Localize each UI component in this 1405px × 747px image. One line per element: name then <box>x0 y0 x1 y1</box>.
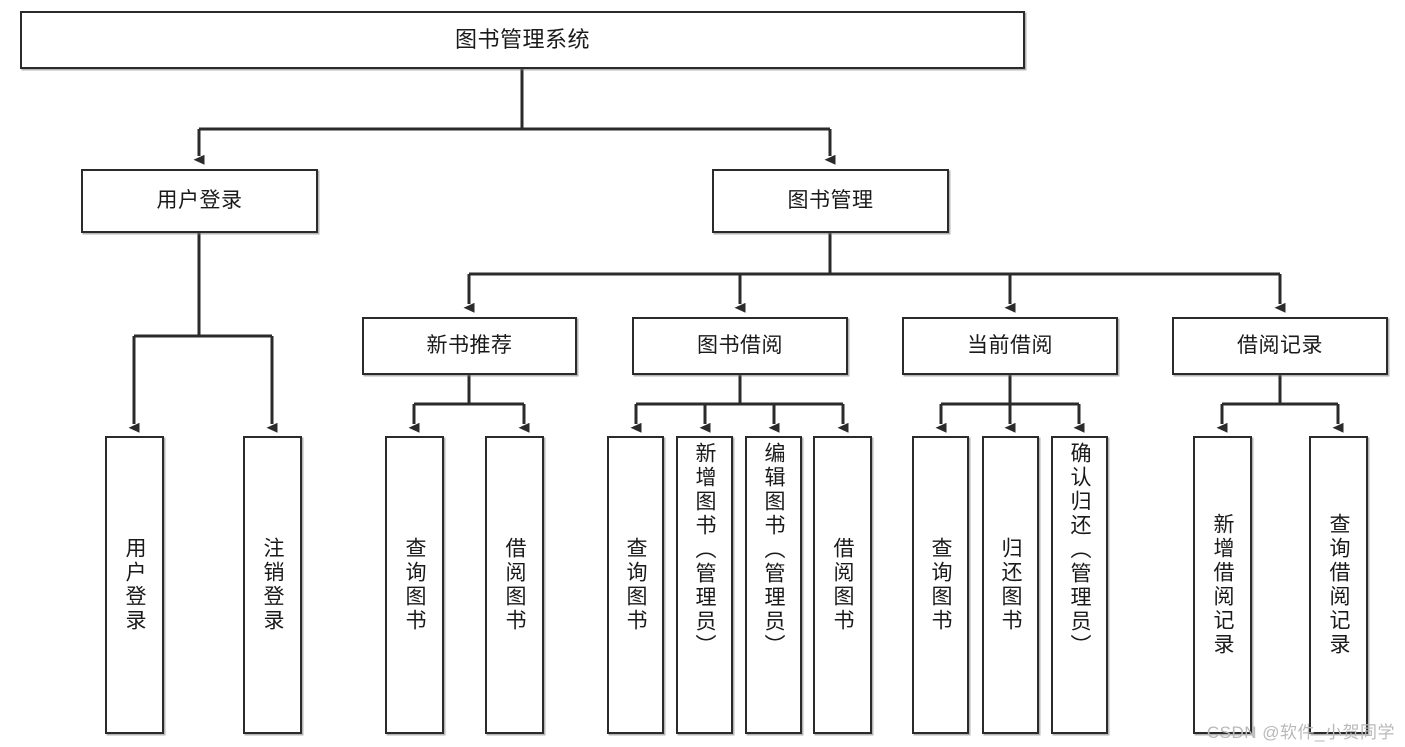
leaf-borrow-add-book-admin[interactable]: 新增图书（管理员） <box>676 436 733 734</box>
leaf-current-confirm-return-admin-label: 确认归还（管理员） <box>1068 442 1091 658</box>
leaf-record-add-record[interactable]: 新增借阅记录 <box>1193 436 1252 734</box>
leaf-current-confirm-return-admin[interactable]: 确认归还（管理员） <box>1051 436 1108 734</box>
leaf-record-query-record[interactable]: 查询借阅记录 <box>1309 436 1368 734</box>
node-book-management[interactable]: 图书管理 <box>712 169 949 233</box>
leaf-user-login-signout-label: 注销登录 <box>261 537 284 633</box>
leaf-record-add-record-label: 新增借阅记录 <box>1211 513 1234 657</box>
node-book-borrow-label: 图书借阅 <box>697 333 783 357</box>
node-book-management-label: 图书管理 <box>787 188 874 212</box>
node-new-book-recommend-label: 新书推荐 <box>426 333 513 357</box>
leaf-new-book-borrow[interactable]: 借阅图书 <box>485 436 544 734</box>
leaf-borrow-borrow-book-label: 借阅图书 <box>831 537 854 633</box>
node-current-borrow[interactable]: 当前借阅 <box>902 317 1118 375</box>
leaf-user-login-signin[interactable]: 用户登录 <box>105 436 164 734</box>
node-book-borrow[interactable]: 图书借阅 <box>632 317 848 375</box>
leaf-record-query-record-label: 查询借阅记录 <box>1327 513 1350 657</box>
node-borrow-record-label: 借阅记录 <box>1237 333 1323 357</box>
leaf-borrow-add-book-admin-label: 新增图书（管理员） <box>693 442 716 658</box>
leaf-current-query-book-label: 查询图书 <box>929 537 952 633</box>
leaf-current-query-book[interactable]: 查询图书 <box>912 436 969 734</box>
leaf-new-book-query-label: 查询图书 <box>403 537 426 633</box>
leaf-user-login-signout[interactable]: 注销登录 <box>243 436 302 734</box>
leaf-borrow-edit-book-admin-label: 编辑图书（管理员） <box>762 442 785 658</box>
leaf-current-return-book[interactable]: 归还图书 <box>982 436 1039 734</box>
node-current-borrow-label: 当前借阅 <box>967 333 1053 357</box>
leaf-new-book-borrow-label: 借阅图书 <box>503 537 526 633</box>
watermark-text: CSDN @软件_小贺同学 <box>1206 723 1395 742</box>
node-new-book-recommend[interactable]: 新书推荐 <box>362 317 577 375</box>
leaf-new-book-query[interactable]: 查询图书 <box>385 436 444 734</box>
node-user-login[interactable]: 用户登录 <box>81 169 318 233</box>
leaf-current-return-book-label: 归还图书 <box>999 537 1022 633</box>
leaf-borrow-query-book[interactable]: 查询图书 <box>607 436 664 734</box>
leaf-borrow-borrow-book[interactable]: 借阅图书 <box>813 436 872 734</box>
leaf-borrow-query-book-label: 查询图书 <box>624 537 647 633</box>
leaf-user-login-signin-label: 用户登录 <box>123 537 146 633</box>
node-root-system-label: 图书管理系统 <box>454 27 590 53</box>
node-root-system[interactable]: 图书管理系统 <box>20 11 1025 69</box>
node-borrow-record[interactable]: 借阅记录 <box>1172 317 1388 375</box>
leaf-borrow-edit-book-admin[interactable]: 编辑图书（管理员） <box>745 436 802 734</box>
node-user-login-label: 用户登录 <box>156 188 243 212</box>
